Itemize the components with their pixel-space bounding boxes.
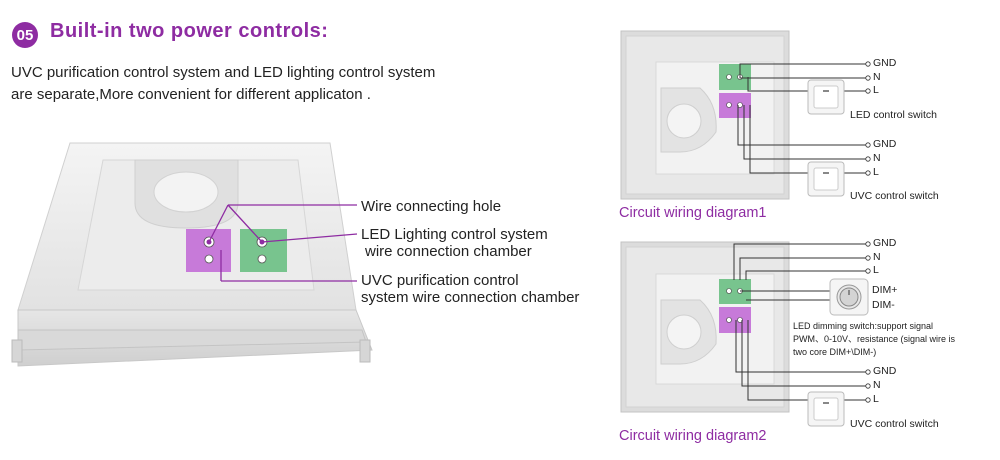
d2-terminal-n: N	[873, 251, 881, 263]
diagram2-panel	[620, 241, 790, 413]
diagram2-caption: Circuit wiring diagram2	[619, 428, 767, 444]
d2-uvc-chamber	[719, 307, 751, 333]
d1-terminal-n-2: N	[873, 152, 881, 164]
d1-terminal-gnd: GND	[873, 57, 897, 69]
description-line-1: UVC purification control system and LED …	[11, 64, 436, 81]
diagram1-panel	[620, 30, 790, 200]
callout-uvc-chamber-line2: system wire connection chamber	[361, 289, 580, 306]
d2-terminal-gnd: GND	[873, 237, 897, 249]
d1-terminal-l: L	[873, 84, 879, 96]
d2-dim-plus: DIM+	[872, 284, 898, 296]
d1-uvc-chamber	[719, 93, 751, 118]
diagram1-terminal-dots	[865, 61, 871, 176]
callout-led-chamber-line2: wire connection chamber	[365, 243, 532, 260]
section-number-badge: 05	[12, 22, 38, 48]
d1-led-switch-label: LED control switch	[850, 109, 937, 121]
fixture-3d	[11, 142, 373, 367]
dimming-switch-note: LED dimming switch:support signal PWM、0-…	[793, 320, 955, 359]
callout-wire-hole: Wire connecting hole	[361, 198, 502, 215]
callout-led-chamber-line1: LED Lighting control system	[361, 226, 548, 243]
led-chamber-3d	[240, 229, 287, 272]
description: UVC purification control system and LED …	[11, 62, 435, 106]
uvc-chamber-3d	[186, 229, 231, 272]
callout-uvc-chamber-line1: UVC purification control	[361, 272, 519, 289]
d2-terminal-gnd-2: GND	[873, 365, 897, 377]
d1-terminal-n: N	[873, 71, 881, 83]
d2-terminal-l-2: L	[873, 393, 879, 405]
d2-terminal-n-2: N	[873, 379, 881, 391]
dimmer-knob-icon	[829, 278, 869, 316]
d2-uvc-switch-label: UVC control switch	[850, 418, 939, 430]
d1-uvc-switch-label: UVC control switch	[850, 190, 939, 202]
d2-terminal-l: L	[873, 264, 879, 276]
dimming-note-line3: two core DIM+\DIM-)	[793, 347, 877, 357]
callout-lines	[208, 204, 358, 282]
diagram1-wires	[737, 63, 866, 174]
d1-led-chamber	[719, 64, 751, 90]
diagram1-led-switch-icon	[807, 79, 845, 115]
dimming-note-line1: LED dimming switch:support signal	[793, 321, 934, 331]
description-line-2: are separate,More convenient for differe…	[11, 86, 371, 103]
callout-dots	[206, 239, 265, 245]
diagram2-terminal-dots	[865, 241, 871, 403]
diagram1-caption: Circuit wiring diagram1	[619, 205, 767, 221]
d2-dim-minus: DIM-	[872, 299, 895, 311]
d1-terminal-l-2: L	[873, 166, 879, 178]
diagram1-uvc-switch-icon	[807, 161, 845, 197]
d1-terminal-gnd-2: GND	[873, 138, 897, 150]
dimming-note-line2: PWM、0-10V、resistance (signal wire is	[793, 334, 956, 344]
diagram2-uvc-switch-icon	[807, 391, 845, 427]
section-title: Built-in two power controls:	[50, 20, 329, 42]
